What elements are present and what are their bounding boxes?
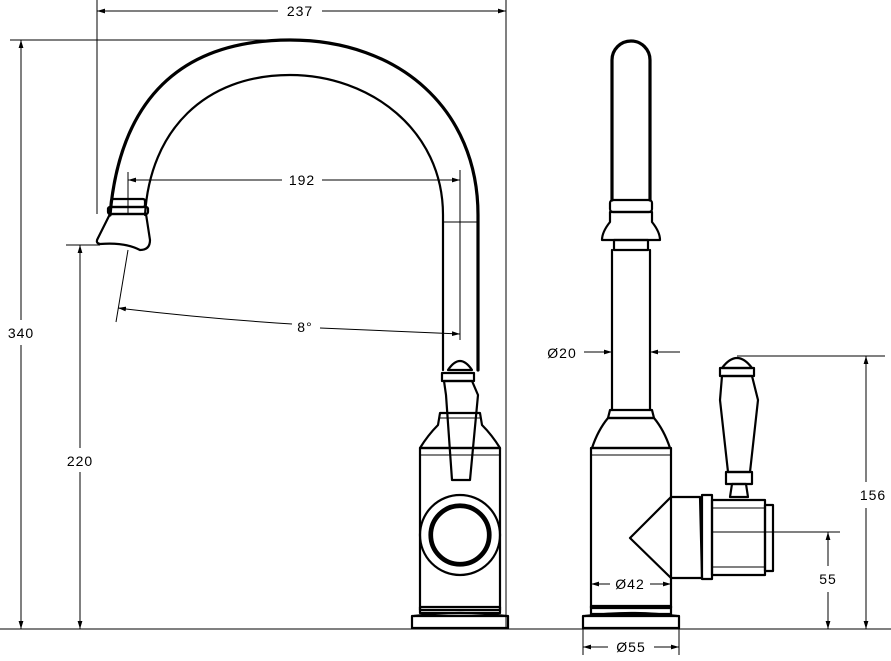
side-base — [581, 604, 681, 630]
dimension-labels: 237 192 8° 340 220 Ø20 Ø42 Ø55 156 55 — [4, 2, 886, 655]
front-handle — [440, 359, 480, 482]
dim-overall-height: 340 — [8, 325, 34, 341]
dim-base-diameter: Ø55 — [616, 639, 645, 655]
spout-outlet — [95, 197, 152, 252]
side-body-collar — [590, 416, 672, 450]
dim-spout-diameter: Ø20 — [547, 345, 576, 361]
dim-spout-reach: 192 — [289, 172, 315, 188]
spout-inner-curve — [143, 73, 445, 372]
side-view — [581, 39, 775, 630]
front-base — [410, 605, 510, 630]
dim-spout-angle: 8° — [297, 319, 312, 335]
side-body — [589, 446, 673, 610]
side-spout-collar — [600, 210, 662, 242]
front-knob — [418, 493, 502, 577]
dim-spout-height: 220 — [67, 453, 93, 469]
side-spout-top — [610, 39, 652, 202]
side-handle — [718, 356, 760, 499]
dim-overall-width: 237 — [287, 3, 313, 19]
dim-body-diameter: Ø42 — [615, 576, 644, 592]
dim-handle-axis-height: 55 — [819, 571, 837, 587]
side-spout-ring — [608, 198, 654, 214]
side-valve-housing — [628, 495, 704, 580]
dim-handle-height: 156 — [860, 487, 886, 503]
spout-outer-curve — [108, 38, 480, 372]
side-valve-cap — [710, 498, 767, 577]
